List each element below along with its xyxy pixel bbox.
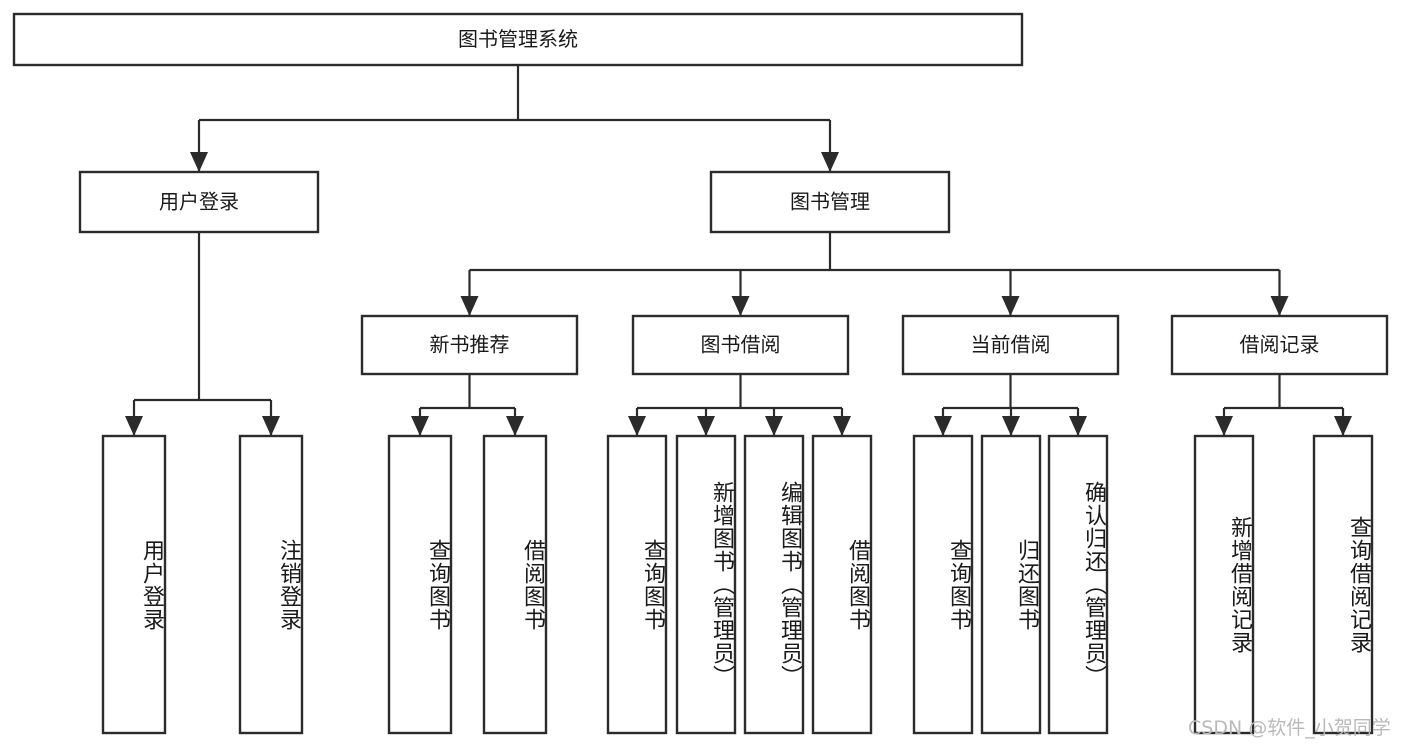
node-label-borrow-record: 借阅记录 xyxy=(1240,333,1320,357)
arrow-head-icon xyxy=(765,416,783,436)
node-box-root[interactable] xyxy=(12,12,1024,67)
node-box-leaf-add-record[interactable] xyxy=(1193,434,1255,735)
arrow-head-icon xyxy=(460,296,479,316)
node-label-root: 图书管理系统 xyxy=(458,27,578,51)
arrow-head-icon xyxy=(934,416,952,436)
arrow-head-icon xyxy=(1002,416,1020,436)
node-label-book-borrow: 图书借阅 xyxy=(701,333,781,357)
arrow-head-icon xyxy=(506,416,524,436)
arrow-head-icon xyxy=(1069,416,1087,436)
arrow-head-icon xyxy=(1001,296,1020,316)
node-box-leaf-return-book[interactable] xyxy=(980,434,1042,735)
arrow-head-icon xyxy=(1334,416,1352,436)
watermark-text: CSDN @软件_小贺同学 xyxy=(1188,717,1391,739)
node-box-leaf-edit-book[interactable] xyxy=(743,434,805,735)
node-box-current-borrow[interactable] xyxy=(901,314,1120,376)
node-box-leaf-logout[interactable] xyxy=(238,434,304,735)
node-box-leaf-query-record[interactable] xyxy=(1312,434,1374,735)
arrow-head-icon xyxy=(1215,416,1233,436)
arrow-head-icon xyxy=(262,416,280,436)
node-box-leaf-borrow-book-1[interactable] xyxy=(482,434,548,735)
arrow-head-icon xyxy=(125,416,143,436)
node-label-user-login: 用户登录 xyxy=(159,190,239,214)
node-box-leaf-query-book-3[interactable] xyxy=(912,434,974,735)
arrow-head-icon xyxy=(833,416,851,436)
arrow-head-icon xyxy=(821,152,839,172)
arrow-head-icon xyxy=(411,416,429,436)
node-box-leaf-query-book-1[interactable] xyxy=(387,434,453,735)
arrow-head-icon xyxy=(1270,296,1289,316)
node-box-leaf-user-login[interactable] xyxy=(101,434,167,735)
connectors-layer xyxy=(125,65,1352,436)
boxes-layer xyxy=(12,12,1389,735)
node-box-leaf-confirm-return[interactable] xyxy=(1047,434,1109,735)
node-box-new-book-recommend[interactable] xyxy=(360,314,579,376)
node-label-book-manage: 图书管理 xyxy=(790,190,870,214)
arrow-head-icon xyxy=(190,152,208,172)
node-box-borrow-record[interactable] xyxy=(1170,314,1389,376)
node-box-leaf-borrow-book-2[interactable] xyxy=(811,434,873,735)
arrow-head-icon xyxy=(731,296,750,316)
arrow-head-icon xyxy=(628,416,646,436)
node-box-book-manage[interactable] xyxy=(709,170,951,234)
node-label-new-book-recommend: 新书推荐 xyxy=(430,333,510,357)
node-label-current-borrow: 当前借阅 xyxy=(971,333,1051,357)
node-box-user-login[interactable] xyxy=(78,170,320,234)
arrow-head-icon xyxy=(697,416,715,436)
node-box-book-borrow[interactable] xyxy=(631,314,850,376)
node-box-leaf-add-book[interactable] xyxy=(675,434,737,735)
node-box-leaf-query-book-2[interactable] xyxy=(606,434,668,735)
